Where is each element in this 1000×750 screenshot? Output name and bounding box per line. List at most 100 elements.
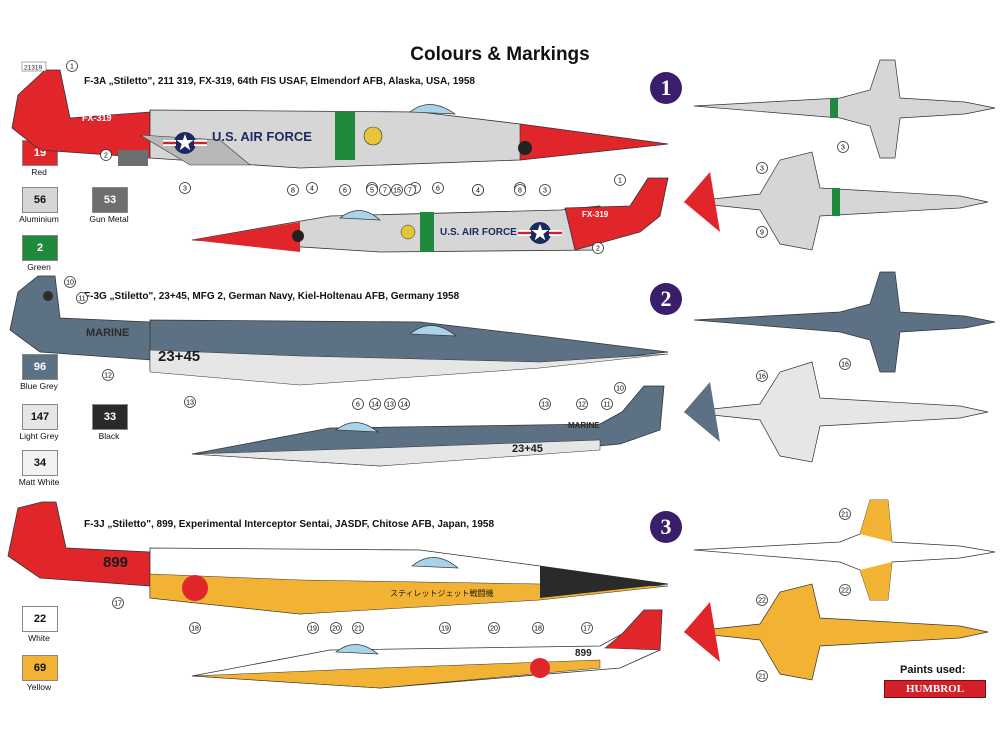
humbrol-logo: HUMBROL (884, 680, 986, 698)
paint-swatch-light-grey: 147 (22, 404, 58, 430)
callout-marker: 13 (539, 398, 551, 410)
callout-marker: 16 (756, 370, 768, 382)
scheme-3-side-view: 899 スティレットジェット戦闘機 (7, 501, 669, 615)
callout-number: 16 (841, 362, 849, 369)
scheme-3-badge: 3 (650, 511, 682, 543)
callout-number: 22 (758, 598, 766, 605)
scheme-1-side-view-lower: U.S. AIR FORCE FX-319 (191, 177, 669, 253)
callout-number: 20 (332, 626, 340, 633)
callout-number: 18 (191, 626, 199, 633)
callout-marker: 3 (179, 182, 191, 194)
callout-marker: 21 (756, 670, 768, 682)
callout-marker: 5 (366, 184, 378, 196)
usaf-text-label-1: U.S. AIR FORCE (212, 129, 312, 144)
paint-swatch-gun-metal: 53 (92, 187, 128, 213)
navy-text-label-2: MARINE (568, 421, 600, 430)
callout-marker: 11 (601, 398, 613, 410)
german-code-label-2: 23+45 (512, 443, 543, 455)
callout-marker: 19 (307, 622, 319, 634)
callout-number: 7 (383, 188, 387, 195)
japan-code-label-1: 899 (103, 554, 128, 571)
callout-number: 20 (490, 626, 498, 633)
callout-marker: 2 (100, 149, 112, 161)
callout-number: 19 (309, 626, 317, 633)
callout-number: 1 (70, 64, 74, 71)
callout-marker: 13 (184, 396, 196, 408)
callout-number: 22 (841, 588, 849, 595)
callout-marker: 3 (756, 162, 768, 174)
callout-number: 3 (183, 186, 187, 193)
paint-label-black: Black (98, 431, 120, 441)
callout-number: 13 (541, 402, 549, 409)
paint-label-red: Red (31, 167, 47, 177)
callout-marker: 6 (432, 182, 444, 194)
callout-number: 16 (758, 374, 766, 381)
callout-number: 2 (104, 153, 108, 160)
usaf-code-label-1: FX-319 (82, 113, 112, 123)
scheme-3-plan-view-top (693, 499, 996, 601)
callout-number: 14 (400, 402, 408, 409)
german-code-label-1: 23+45 (158, 348, 200, 365)
callout-marker: 19 (439, 622, 451, 634)
callout-number: 19 (441, 626, 449, 633)
callout-number: 13 (186, 400, 194, 407)
callout-marker: 9 (756, 226, 768, 238)
callout-marker: 1 (66, 60, 78, 72)
scheme-2-plan-view-top (693, 271, 996, 373)
callout-number: 5 (370, 188, 374, 195)
paint-label-green: Green (27, 262, 51, 272)
scheme-1-plan-view-top (693, 59, 996, 159)
callout-number: 14 (371, 402, 379, 409)
callout-number: 17 (583, 626, 591, 633)
callout-marker: 18 (189, 622, 201, 634)
callout-number: 8 (291, 188, 295, 195)
callout-number: 3 (543, 188, 547, 195)
scheme-2-side-view: MARINE 23+45 (9, 275, 669, 386)
callout-marker: 8 (287, 184, 299, 196)
callout-marker: 15 (391, 184, 403, 196)
scheme-3-caption: F-3J „Stiletto", 899, Experimental Inter… (84, 519, 495, 530)
callout-number: 11 (603, 402, 610, 409)
paint-label-blue-grey: Blue Grey (20, 381, 58, 391)
paint-swatch-white: 22 (22, 606, 58, 632)
callout-number: 11 (78, 296, 85, 303)
callout-marker: 16 (839, 358, 851, 370)
callout-number: 17 (114, 601, 122, 608)
callout-number: 6 (436, 186, 440, 193)
callout-number: 8 (518, 188, 522, 195)
callout-marker: 3 (837, 141, 849, 153)
paint-label-aluminium: Aluminium (19, 214, 59, 224)
callout-number: 6 (343, 188, 347, 195)
callout-number: 2 (596, 246, 600, 253)
callout-number: 12 (104, 373, 112, 380)
callout-marker: 20 (330, 622, 342, 634)
tail-serial-label-1: 21319 (24, 65, 42, 72)
callout-number: 1 (618, 178, 622, 185)
callout-number: 10 (66, 280, 74, 287)
callout-number: 15 (393, 188, 401, 195)
scheme-2-side-view-lower: MARINE 23+45 (191, 385, 665, 467)
navy-text-label-1: MARINE (86, 327, 129, 339)
scheme-1-plan-view-bottom (683, 151, 989, 251)
callout-marker: 11 (76, 292, 88, 304)
callout-number: 21 (758, 674, 766, 681)
scheme-2-plan-view-bottom (683, 361, 989, 463)
callout-number: 6 (356, 402, 360, 409)
paint-label-gun-metal: Gun Metal (89, 214, 129, 224)
callout-marker: 20 (488, 622, 500, 634)
paint-swatch-matt-white: 34 (22, 450, 58, 476)
scheme-1-badge: 1 (650, 72, 682, 104)
paint-label-yellow: Yellow (26, 682, 52, 692)
callout-marker: 10 (64, 276, 76, 288)
callout-marker: 18 (532, 622, 544, 634)
callout-marker: 10 (614, 382, 626, 394)
paint-swatch-black: 33 (92, 404, 128, 430)
usaf-code-label-2: FX-319 (582, 210, 609, 219)
callout-number: 7 (408, 188, 412, 195)
scheme-2-caption: F-3G „Stiletto", 23+45, MFG 2, German Na… (84, 291, 460, 302)
paint-swatch-green: 2 (22, 235, 58, 261)
callout-marker: 21 (352, 622, 364, 634)
callout-marker: 22 (756, 594, 768, 606)
callout-marker: 6 (352, 398, 364, 410)
